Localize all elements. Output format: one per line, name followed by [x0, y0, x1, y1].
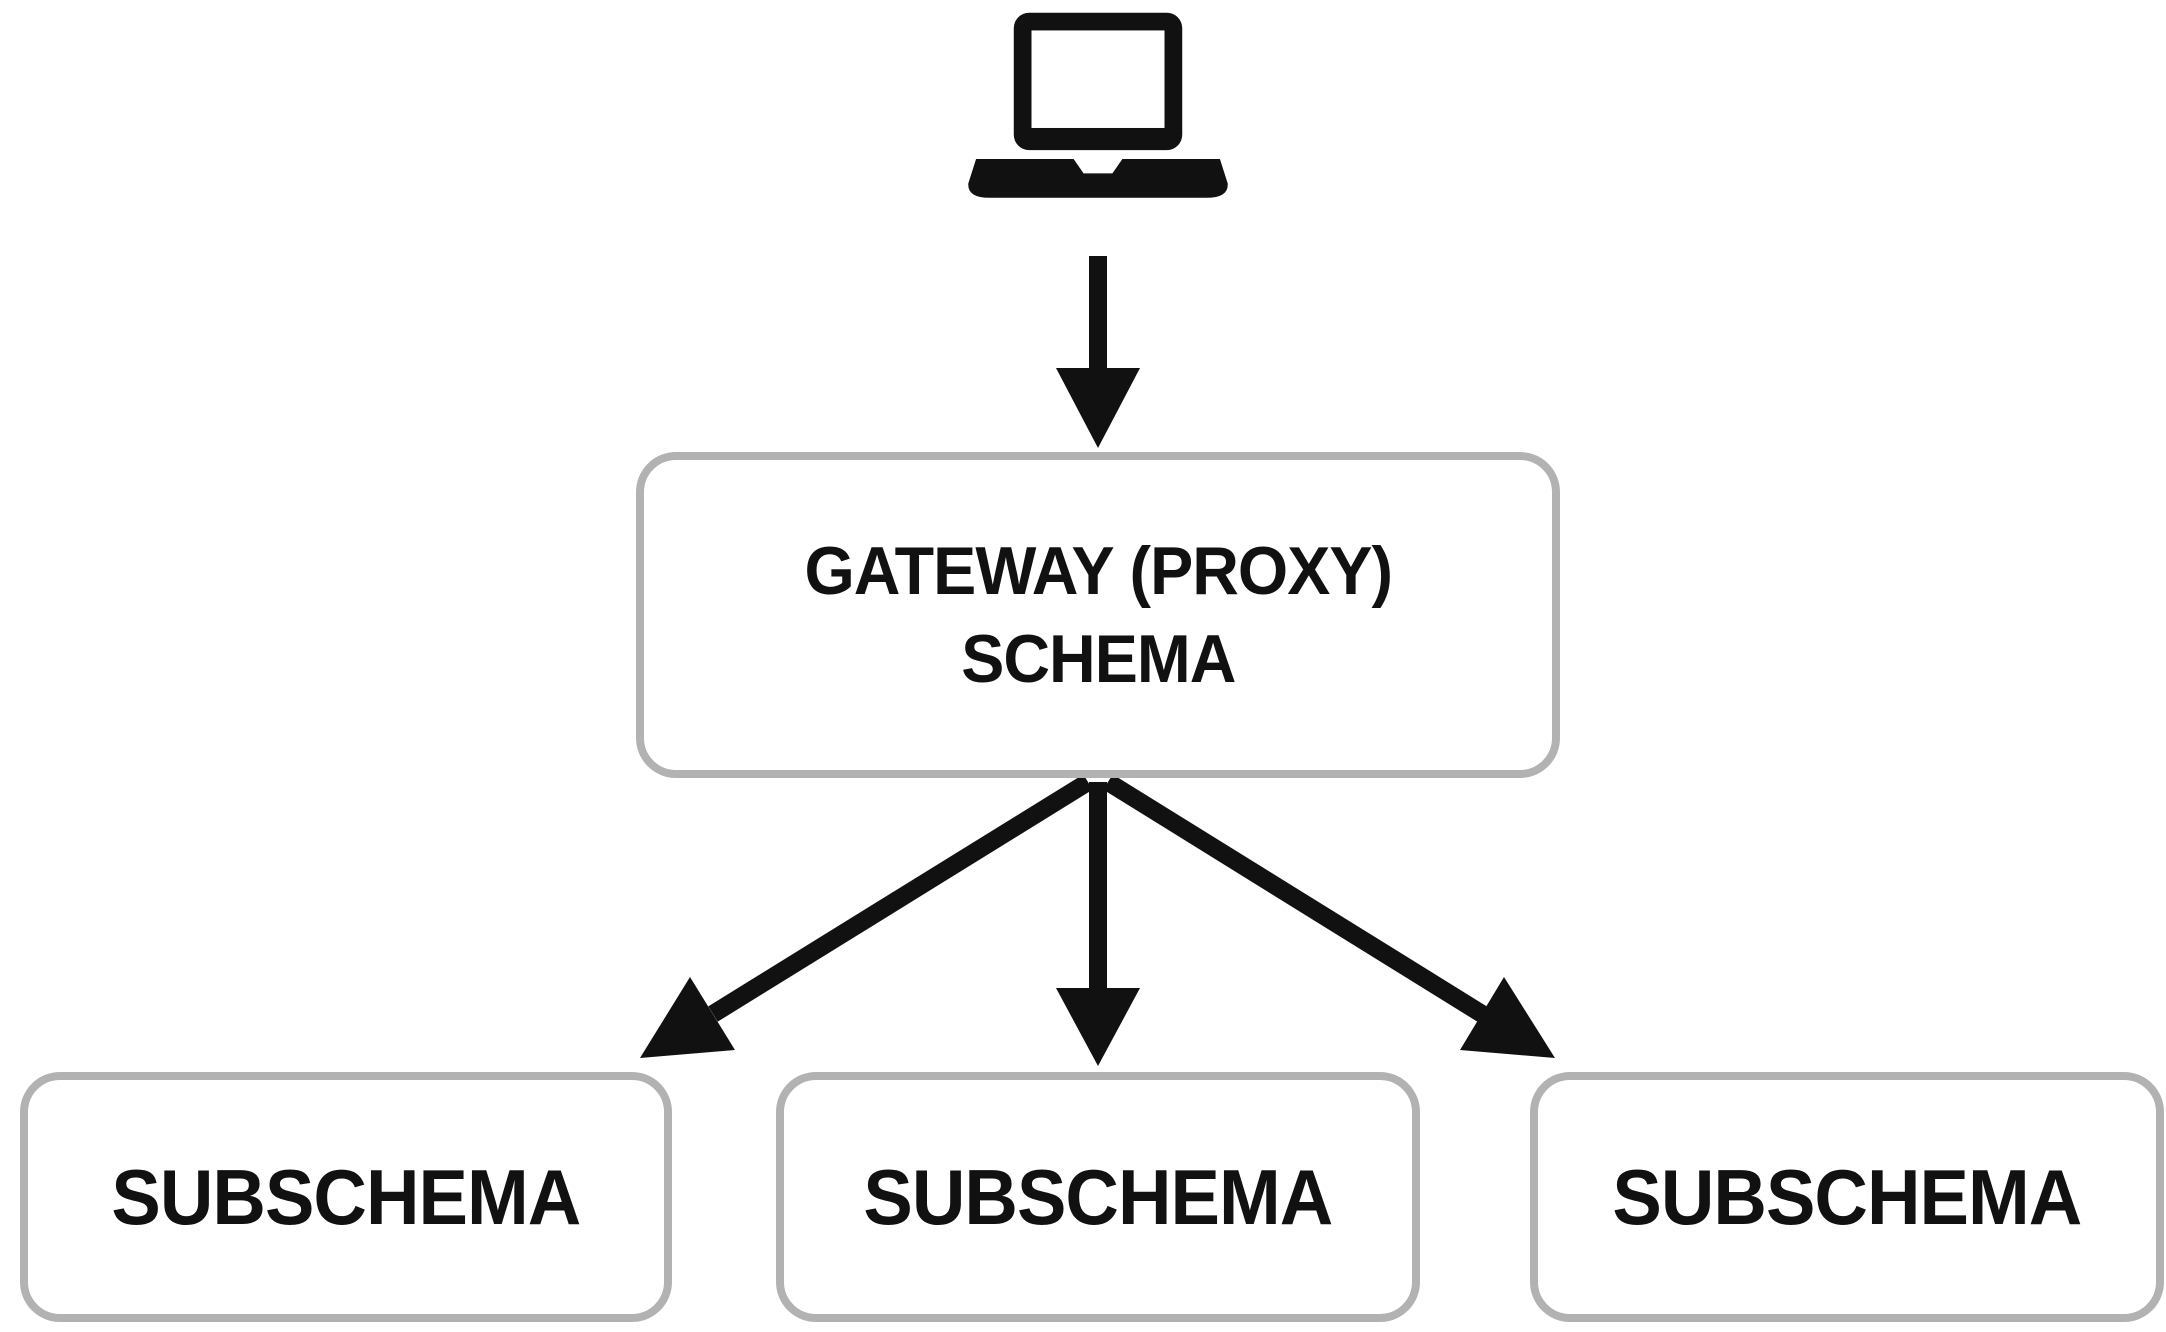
- subschema-label-3: SUBSCHEMA: [1612, 1152, 2082, 1241]
- gateway-box: GATEWAY (PROXY) SCHEMA: [636, 452, 1560, 778]
- subschema-label-1: SUBSCHEMA: [111, 1152, 581, 1241]
- subschema-label-2: SUBSCHEMA: [863, 1152, 1333, 1241]
- subschema-box-1: SUBSCHEMA: [20, 1072, 672, 1322]
- gateway-label-line1: GATEWAY (PROXY): [804, 532, 1393, 609]
- arrow-client-to-gateway: [1056, 256, 1140, 448]
- laptop-icon: [968, 12, 1228, 198]
- subschema-box-3: SUBSCHEMA: [1530, 1072, 2164, 1322]
- arrow-gateway-to-subschema-center: [1056, 782, 1140, 1066]
- subschema-box-2: SUBSCHEMA: [776, 1072, 1420, 1322]
- arrow-gateway-to-subschema-right: [1103, 774, 1555, 1058]
- gateway-label-line2: SCHEMA: [960, 621, 1236, 697]
- arrow-gateway-to-subschema-left: [640, 774, 1093, 1058]
